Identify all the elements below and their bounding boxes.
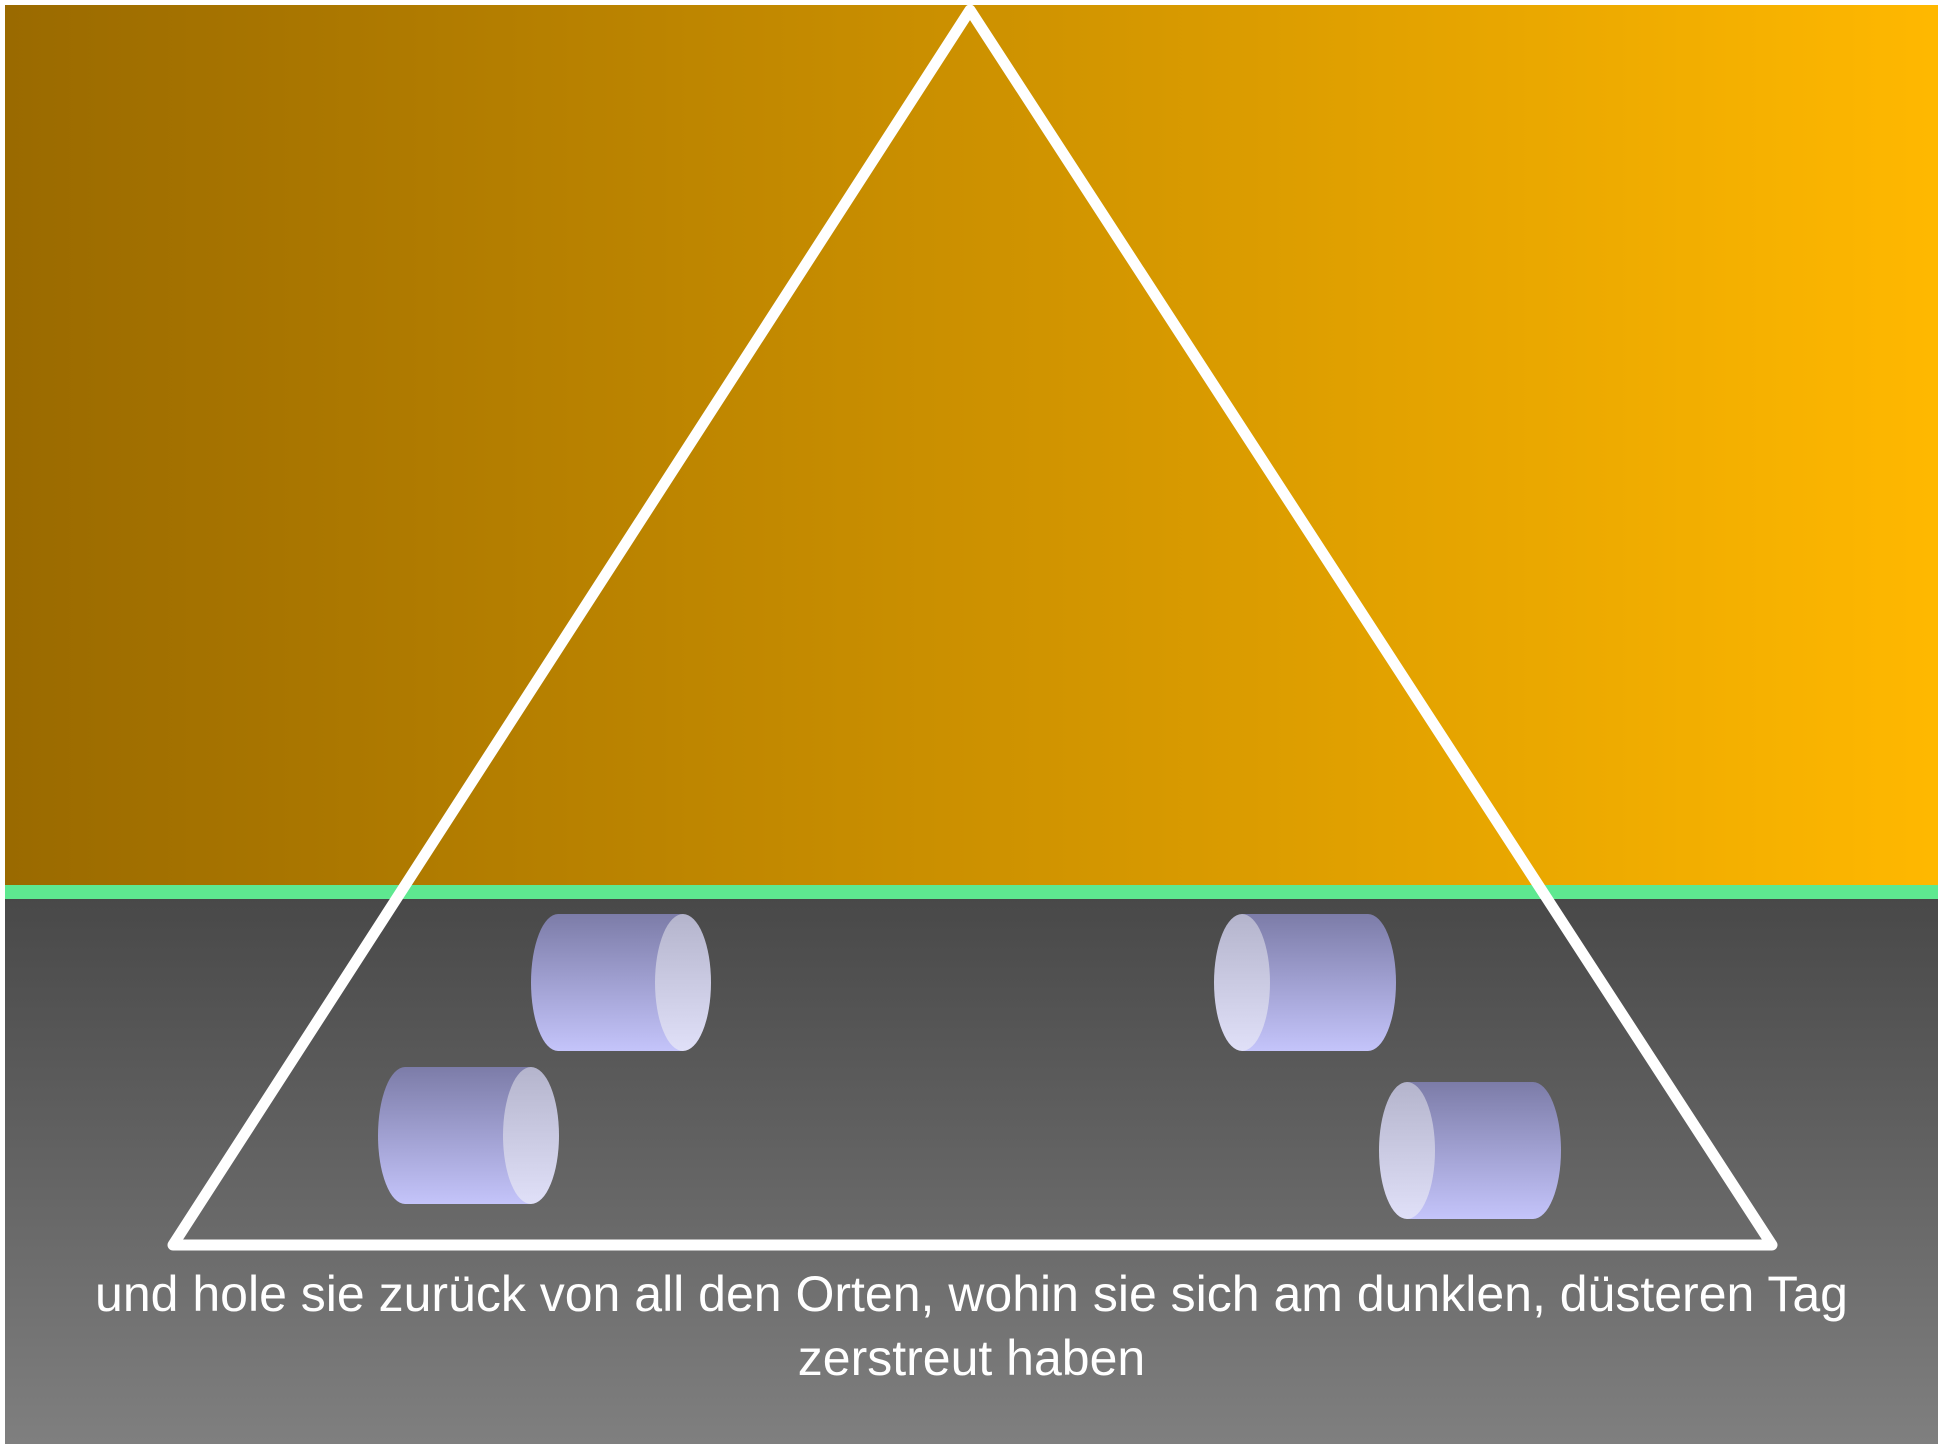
cylinder-upper-left (531, 914, 711, 1051)
cylinder-lower-right (1379, 1082, 1562, 1219)
cylinder-upper-right (1214, 914, 1396, 1051)
sky-background (5, 5, 1938, 885)
horizon-line (5, 885, 1938, 899)
triangle-outline (167, 4, 1778, 1251)
ground-background (5, 885, 1938, 1444)
caption: und hole sie zurück von all den Orten, w… (10, 1262, 1933, 1390)
caption-line-1: und hole sie zurück von all den Orten, w… (95, 1266, 1848, 1322)
caption-line-2: zerstreut haben (797, 1330, 1146, 1386)
cylinder-lower-left (378, 1067, 559, 1204)
